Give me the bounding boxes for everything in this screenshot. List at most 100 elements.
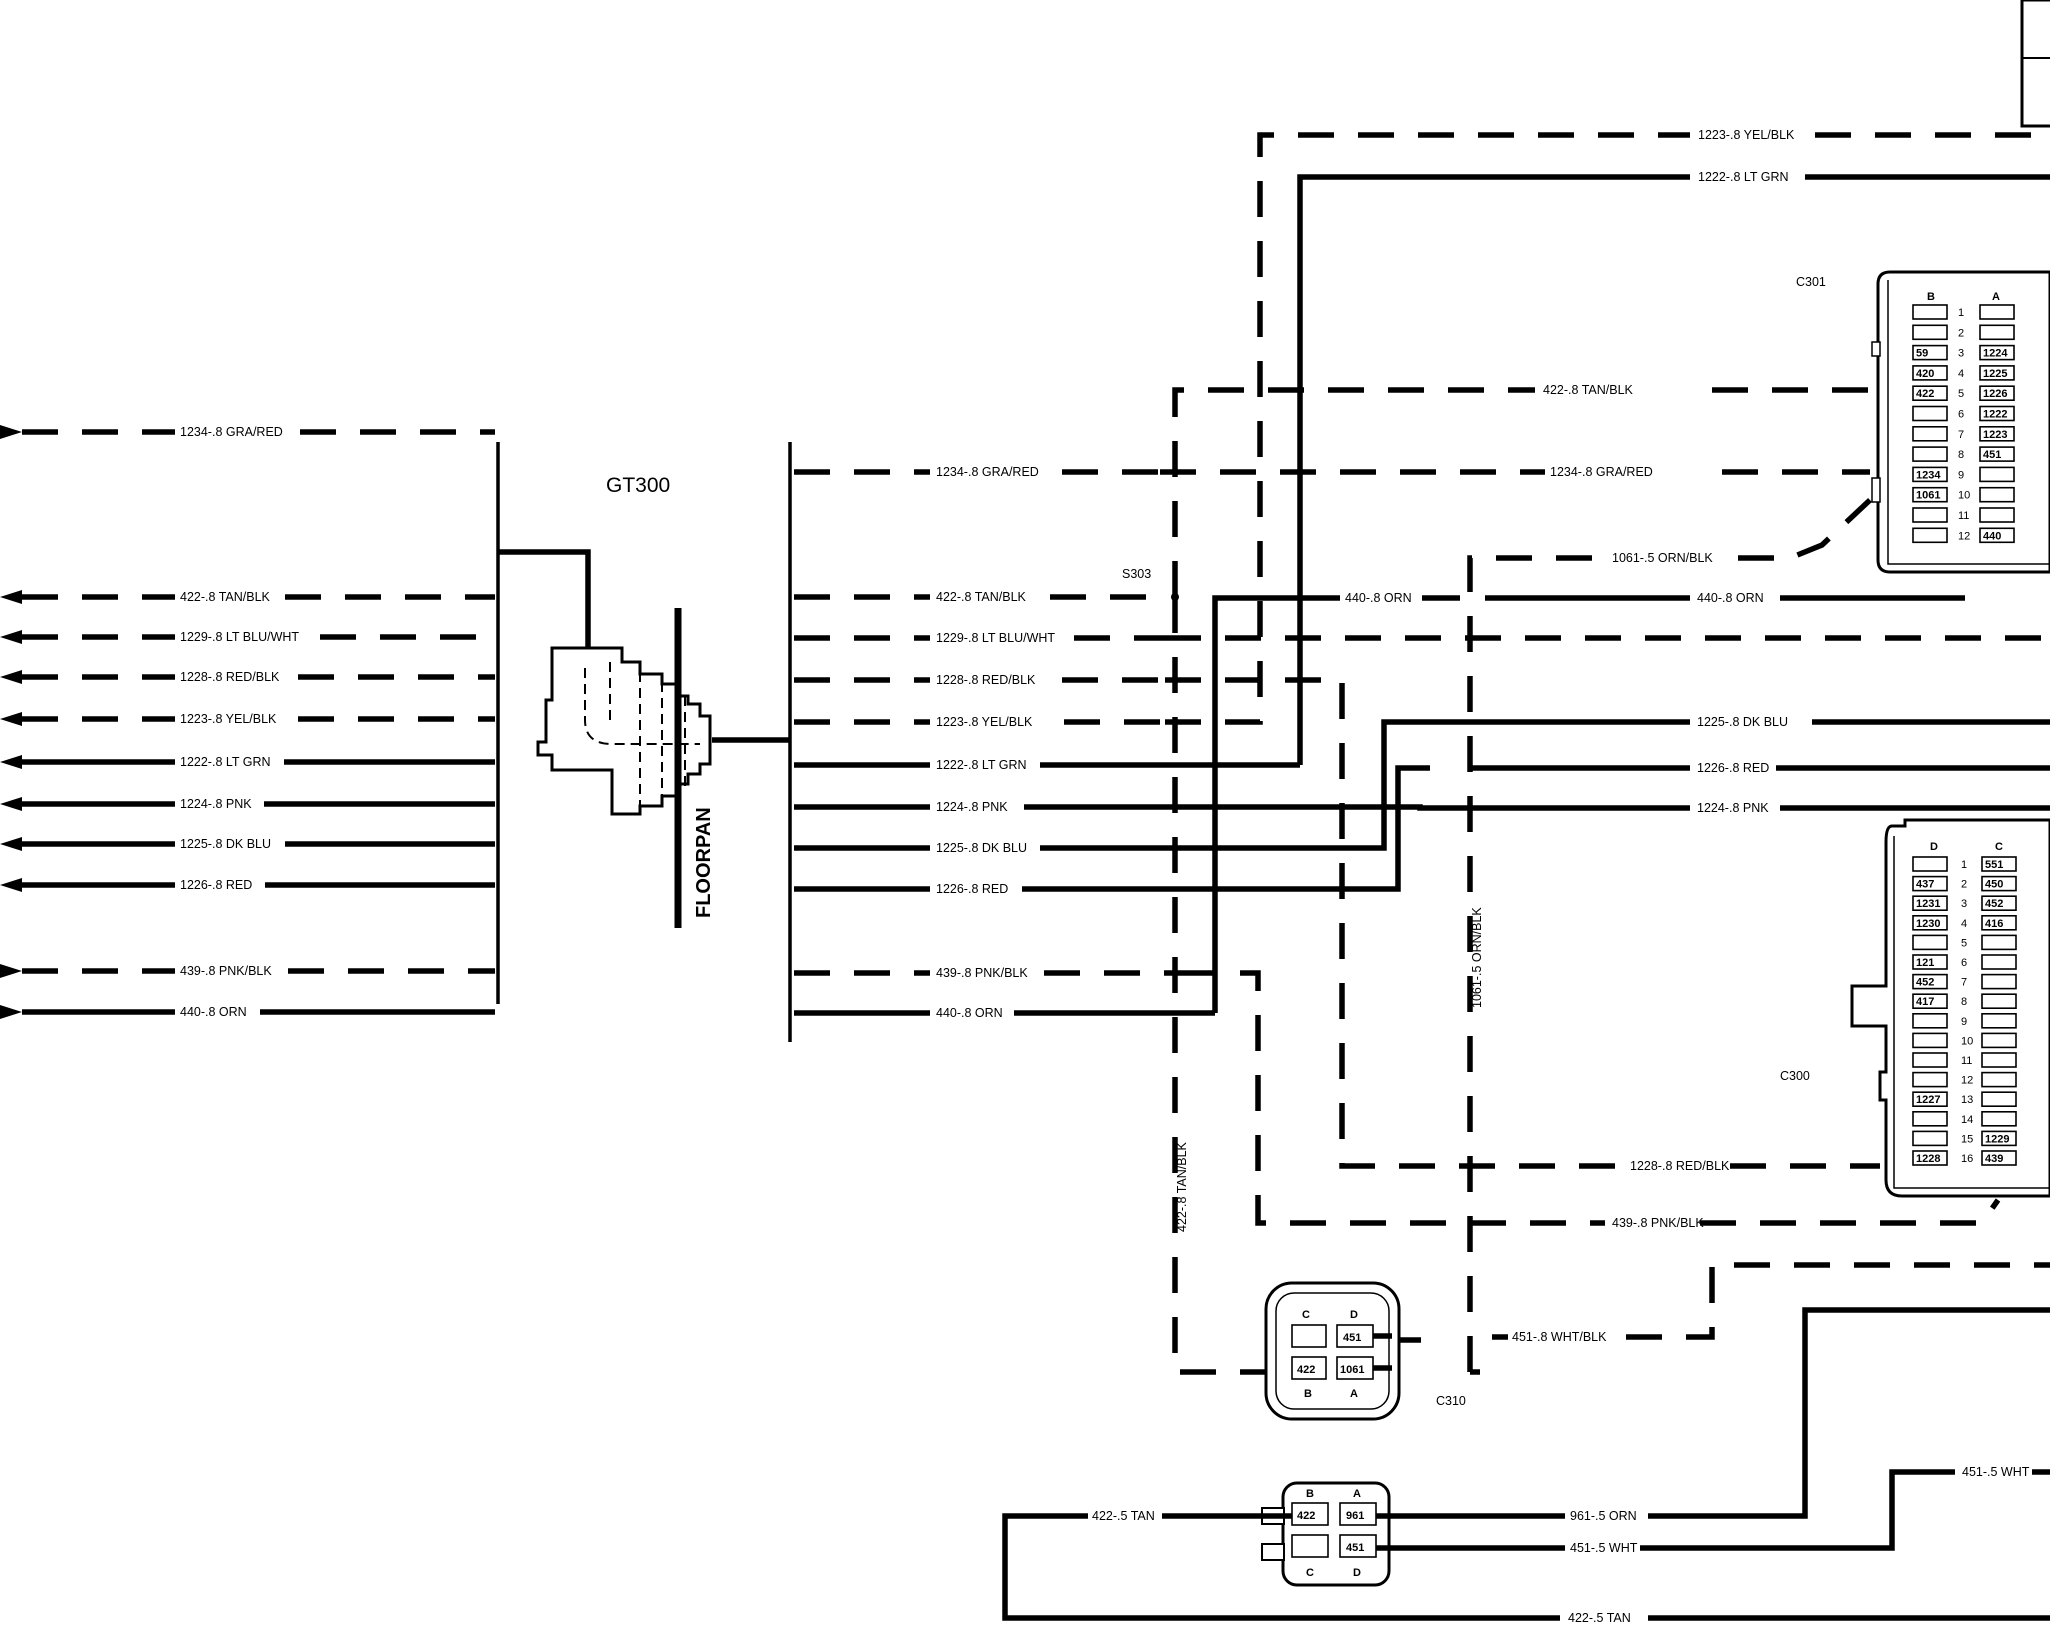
cavity-wire: 440 xyxy=(1983,530,2001,542)
cavity-box xyxy=(1979,344,2015,361)
pin-number: 3 xyxy=(1961,898,1967,910)
wire-label: 1225-.8 DK BLU xyxy=(936,841,1027,855)
cavity-wire: 451 xyxy=(1343,1332,1361,1344)
pin-number: 13 xyxy=(1961,1094,1973,1106)
wire-label: 440-.8 ORN xyxy=(180,1005,247,1019)
wire-label: 1223-.8 YEL/BLK xyxy=(936,715,1033,729)
connector-inner-edge xyxy=(1893,836,2050,1189)
connector-name: C301 xyxy=(1796,275,1826,289)
pin-number: 6 xyxy=(1958,409,1964,421)
cavity-box xyxy=(1981,1032,2017,1049)
wire-451-wht-route xyxy=(1376,1469,1955,1551)
pin-number: 9 xyxy=(1961,1016,1967,1028)
cavity-label: D xyxy=(1353,1567,1361,1579)
column-header: C xyxy=(1995,841,2003,853)
corner-box xyxy=(2020,0,2050,128)
wire-label: 1222-.8 LT GRN xyxy=(1698,170,1789,184)
arrow-icon xyxy=(0,878,22,892)
pin-number: 6 xyxy=(1961,957,1967,969)
cavity-label: B xyxy=(1304,1388,1312,1400)
cavity-box xyxy=(1979,304,2015,320)
wire-label: 439-.8 PNK/BLK xyxy=(936,966,1028,980)
wire-label: 1228-.8 RED/BLK xyxy=(936,673,1036,687)
cavity-box xyxy=(1981,1130,2017,1147)
cavity-box xyxy=(1981,856,2017,872)
wire-label: 1229-.8 LT BLU/WHT xyxy=(180,630,299,644)
cavity-wire: 1227 xyxy=(1916,1094,1940,1106)
cavity-box xyxy=(1912,973,1948,990)
cavity-label: C xyxy=(1306,1567,1314,1579)
connector-inner-edge xyxy=(1275,1292,1390,1410)
cavity-label: A xyxy=(1353,1488,1361,1500)
grommet-name: GT300 xyxy=(606,474,670,497)
cavity-wire: 452 xyxy=(1916,977,1934,989)
arrow-icon xyxy=(0,630,22,644)
cavity-wire: 59 xyxy=(1916,348,1928,360)
cavity-wire: 551 xyxy=(1985,859,2003,871)
routed-wires: 1223-.8 YEL/BLK 1222-.8 LT GRN 422-.8 TA… xyxy=(1122,128,2050,1375)
wire-label: 1223-.8 YEL/BLK xyxy=(180,712,277,726)
cavity-box xyxy=(1912,1052,1948,1068)
cavity-c xyxy=(1291,1534,1329,1558)
cavity-box xyxy=(1981,973,2017,990)
pin-number: 10 xyxy=(1958,490,1970,502)
cavity-box xyxy=(1912,304,1948,320)
cavity-wire: 417 xyxy=(1916,996,1934,1008)
cavity-box xyxy=(1912,895,1948,912)
wire-label: 1224-.8 PNK xyxy=(1697,801,1769,815)
cavity-box xyxy=(1912,527,1948,544)
cavity-label: B xyxy=(1306,1488,1314,1500)
cavity-box xyxy=(1979,385,2015,402)
wire-label: 439-.8 PNK/BLK xyxy=(1612,1216,1704,1230)
connector-latch xyxy=(1871,341,1881,357)
cavity-box xyxy=(1981,1071,2017,1088)
cavity-box xyxy=(1912,1032,1948,1049)
cavity-box xyxy=(1979,425,2015,442)
cavity-box xyxy=(1912,934,1948,951)
wire-label: 961-.5 ORN xyxy=(1570,1509,1637,1523)
wire-label: 1225-.8 DK BLU xyxy=(180,837,271,851)
cavity-box xyxy=(1979,324,2015,341)
wire-label: 422-.8 TAN/BLK xyxy=(180,590,271,604)
arrow-icon xyxy=(0,964,22,978)
wire-label: 440-.8 ORN xyxy=(1345,591,1412,605)
pin-number: 4 xyxy=(1958,368,1964,380)
cavity-box xyxy=(1912,466,1948,483)
pin-number: 16 xyxy=(1961,1153,1973,1165)
wire-label: 422-.5 TAN xyxy=(1092,1509,1155,1523)
cavity-wire: 416 xyxy=(1985,918,2003,930)
cavity-label: A xyxy=(1350,1388,1358,1400)
cavity-label: D xyxy=(1350,1309,1358,1321)
cavity-box xyxy=(1912,1071,1948,1088)
cavity-box xyxy=(1912,507,1948,523)
column-header: D xyxy=(1930,841,1938,853)
wire-label: 1223-.8 YEL/BLK xyxy=(1698,128,1795,142)
cavity-box xyxy=(1912,1130,1948,1147)
wire-1222-route xyxy=(1297,174,1690,765)
pin-number: 1 xyxy=(1961,859,1967,871)
pin-number: 12 xyxy=(1958,530,1970,542)
wire-label: 1225-.8 DK BLU xyxy=(1697,715,1788,729)
arrow-icon xyxy=(0,590,22,604)
cavity-box xyxy=(1981,1111,2017,1127)
gt300-grommet: GT300 FLOORPAN xyxy=(496,442,792,1042)
cavity-wire: 1231 xyxy=(1916,898,1940,910)
pin-number: 11 xyxy=(1961,1055,1972,1067)
wire-label: 1226-.8 RED xyxy=(1697,761,1769,775)
cavity-box xyxy=(1979,527,2015,544)
pin-number: 2 xyxy=(1961,879,1967,891)
cavity-box xyxy=(1981,993,2017,1010)
wire-label: 422-.8 TAN/BLK xyxy=(936,590,1027,604)
cavity-wire: 452 xyxy=(1985,898,2003,910)
cavity-box xyxy=(1979,446,2015,462)
connector-name: C310 xyxy=(1436,1394,1466,1408)
cavity-wire: 1224 xyxy=(1983,348,2008,360)
wire-label: 422-.8 TAN/BLK xyxy=(1543,383,1634,397)
wire-label: 1234-.8 GRA/RED xyxy=(1550,465,1653,479)
wire-451-route xyxy=(1626,1262,2050,1340)
cavity-box xyxy=(1981,954,2017,970)
cavity-b xyxy=(1291,1356,1327,1380)
pin-number: 15 xyxy=(1961,1133,1973,1145)
